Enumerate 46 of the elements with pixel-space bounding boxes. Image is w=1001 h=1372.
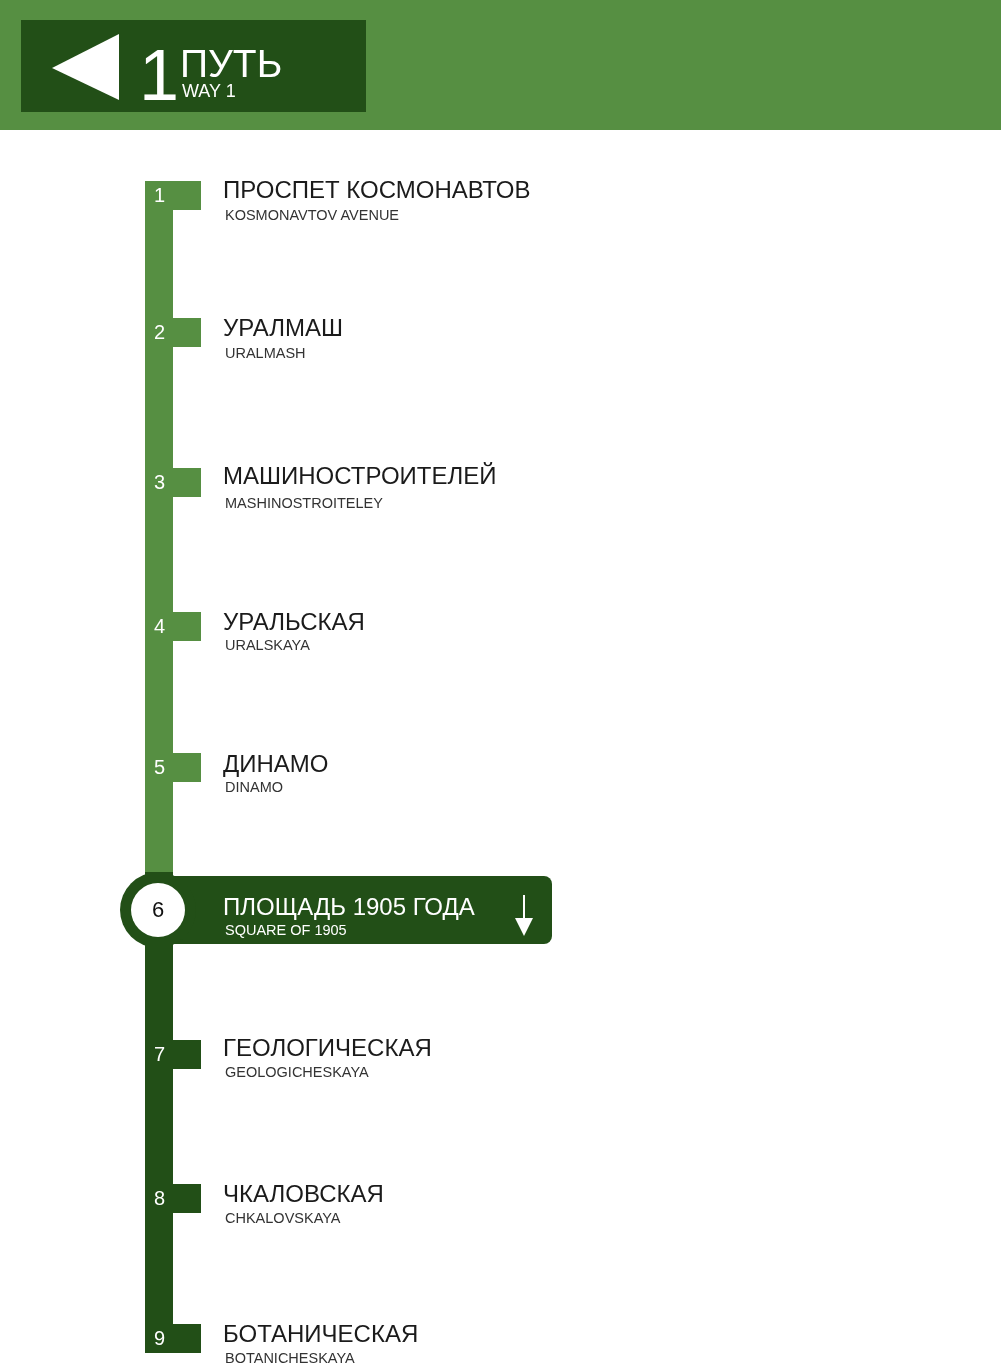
station-number: 3 — [154, 470, 166, 495]
station-name: ПЛОЩАДЬ 1905 ГОДА — [223, 893, 475, 921]
station-marker — [145, 181, 201, 210]
station-marker — [145, 753, 201, 782]
station-marker — [145, 1184, 201, 1213]
station-number: 4 — [154, 614, 166, 639]
route-line — [145, 641, 173, 753]
route-line — [145, 782, 173, 872]
current-station-banner — [120, 872, 552, 948]
station-name: ЧКАЛОВСКАЯ — [223, 1180, 384, 1208]
station-name-latin: KOSMONAVTOV AVENUE — [225, 206, 400, 224]
route-line — [145, 948, 173, 1040]
station-name-latin: GEOLOGICHESKAYA — [225, 1063, 369, 1081]
route-line — [145, 210, 173, 318]
station-number: 5 — [154, 755, 166, 780]
station-number: 8 — [154, 1186, 166, 1211]
way-sign-panel — [21, 20, 366, 112]
way-subtitle: WAY 1 — [182, 82, 236, 100]
station-marker — [145, 318, 201, 347]
route-line — [145, 1069, 173, 1184]
station-name-latin: MASHINOSTROITELEY — [225, 494, 383, 512]
station-name: ГЕОЛОГИЧЕСКАЯ — [223, 1034, 432, 1062]
station-name-latin: DINAMO — [225, 778, 283, 796]
station-name: ПРОСПЕТ КОСМОНАВТОВ — [223, 176, 531, 204]
station-name: МАШИНОСТРОИТЕЛЕЙ — [223, 462, 497, 490]
station-marker — [145, 468, 201, 497]
station-name-latin: URALMASH — [225, 344, 306, 362]
station-name: УРАЛМАШ — [223, 314, 343, 342]
station-marker — [145, 1040, 201, 1069]
station-name-latin: URALSKAYA — [225, 636, 310, 654]
station-name: БОТАНИЧЕСКАЯ — [223, 1320, 419, 1348]
station-marker — [145, 1324, 201, 1353]
station-number: 1 — [154, 183, 166, 208]
station-number: 9 — [154, 1326, 166, 1351]
way-number: 1 — [139, 39, 180, 111]
route-line — [145, 347, 173, 468]
station-name: УРАЛЬСКАЯ — [223, 608, 365, 636]
way-title: ПУТЬ — [180, 44, 283, 83]
station-marker — [145, 612, 201, 641]
station-name-latin: BOTANICHESKAYA — [225, 1349, 355, 1367]
station-number: 7 — [154, 1042, 166, 1067]
station-name-latin: CHKALOVSKAYA — [225, 1209, 341, 1227]
station-name: ДИНАМО — [223, 750, 329, 778]
station-number: 2 — [154, 320, 166, 345]
station-name-latin: SQUARE OF 1905 — [225, 921, 347, 939]
route-line — [145, 497, 173, 612]
